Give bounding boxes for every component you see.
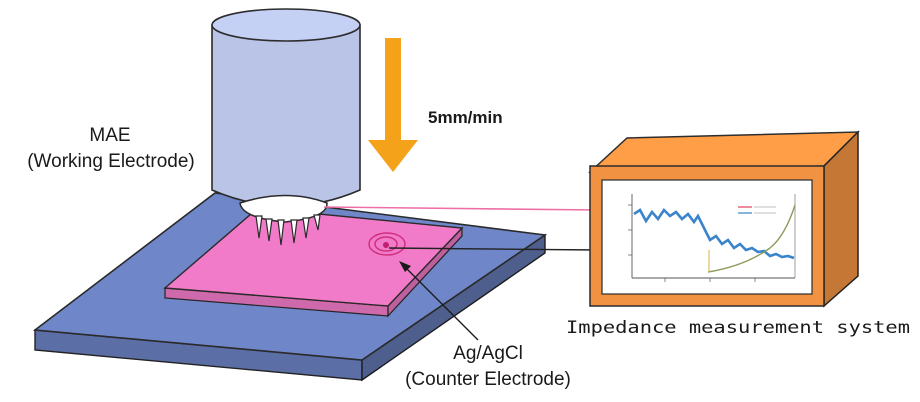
counter-electrode-spiral [368,232,406,256]
cylinder-top [211,8,361,42]
electrode-cylinder [211,8,361,207]
mae-label: MAE [89,125,130,146]
cylinder-body [211,24,361,207]
screen-curve-trend [707,204,796,273]
counter-electrode-pointer [399,261,479,341]
wire-counter-electrode [388,247,599,251]
counter-electrode-label: Ag/AgCl [453,343,523,364]
wire-working-electrode [323,206,599,211]
screen-curve-impedance [633,207,795,260]
impedance-device [588,130,860,308]
speed-label: 5mm/min [428,108,503,127]
counter-electrode-sublabel: (Counter Electrode) [405,369,571,390]
screen-plot [628,194,796,282]
mae-sublabel: (Working Electrode) [27,151,195,172]
down-arrow-icon [368,38,418,172]
system-label: Impedance measurement system [566,318,910,337]
device-screen [601,179,813,295]
electrode-needle-icon [239,194,328,246]
